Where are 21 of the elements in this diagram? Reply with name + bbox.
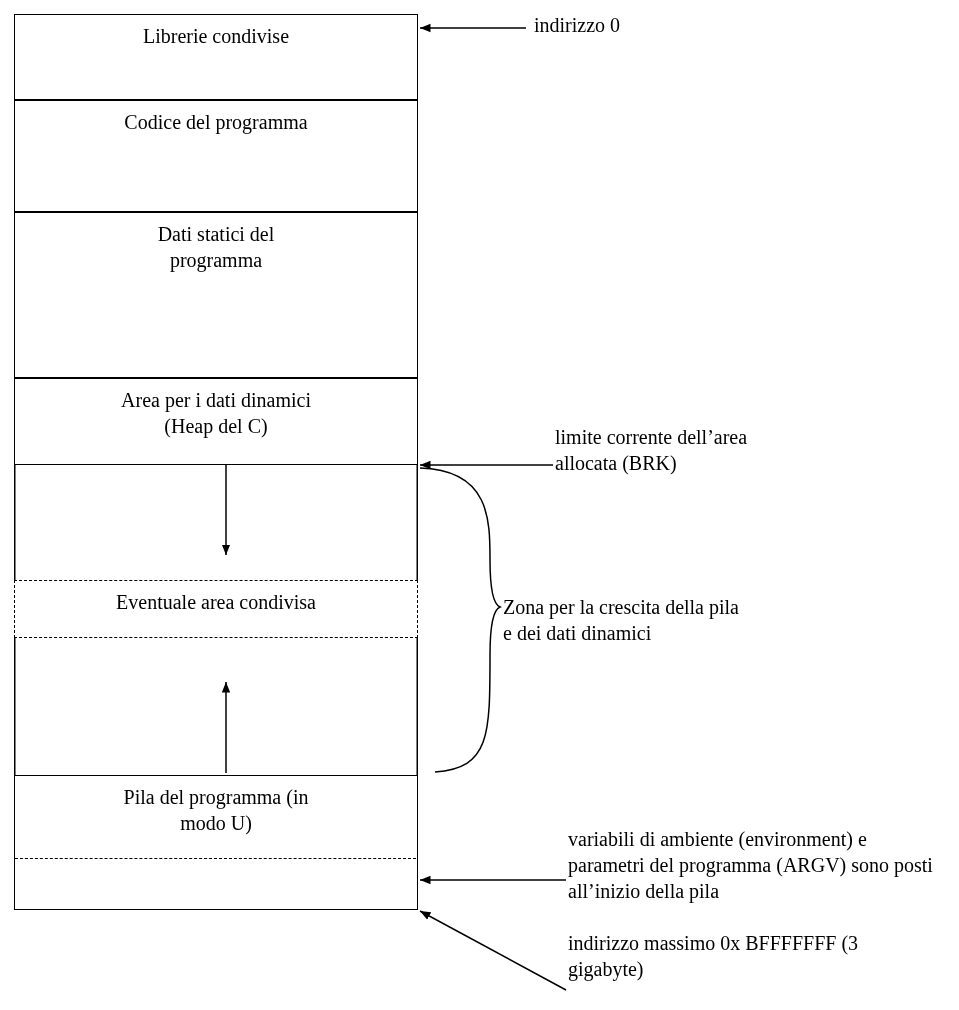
arrow — [419, 23, 527, 33]
arrow — [419, 910, 567, 991]
segment-label: Area per i dati dinamici (Heap del C) — [120, 388, 312, 439]
memory-segment-box — [14, 100, 418, 212]
segment-label: Codice del programma — [124, 110, 308, 135]
segment-label: Dati statici del programma — [156, 222, 276, 273]
memory-segment-box — [14, 378, 418, 465]
annotation-text: indirizzo massimo 0x BFFFFFFF (3 gigabyte) — [568, 930, 898, 986]
memory-segment-box — [14, 775, 418, 910]
arrow — [419, 875, 567, 885]
annotation-text: indirizzo 0 — [534, 12, 734, 42]
brace-label: Zona per la crescita della pila e dei dati dinamici — [503, 595, 740, 646]
segment-label: Pila del programma (in modo U) — [122, 785, 310, 836]
arrow — [419, 460, 554, 470]
memory-segment-box — [14, 14, 418, 100]
memory-segment-box — [14, 212, 418, 378]
annotation-text: limite corrente dell’area allocata (BRK) — [555, 424, 795, 480]
segment-label: Librerie condivise — [142, 24, 290, 49]
memory-segment-box — [14, 580, 418, 638]
segment-label: Eventuale area condivisa — [116, 590, 316, 615]
annotation-text: variabili di ambiente (environment) e parametri del programma (ARGV) sono posti all’inizio della pila — [568, 826, 940, 910]
